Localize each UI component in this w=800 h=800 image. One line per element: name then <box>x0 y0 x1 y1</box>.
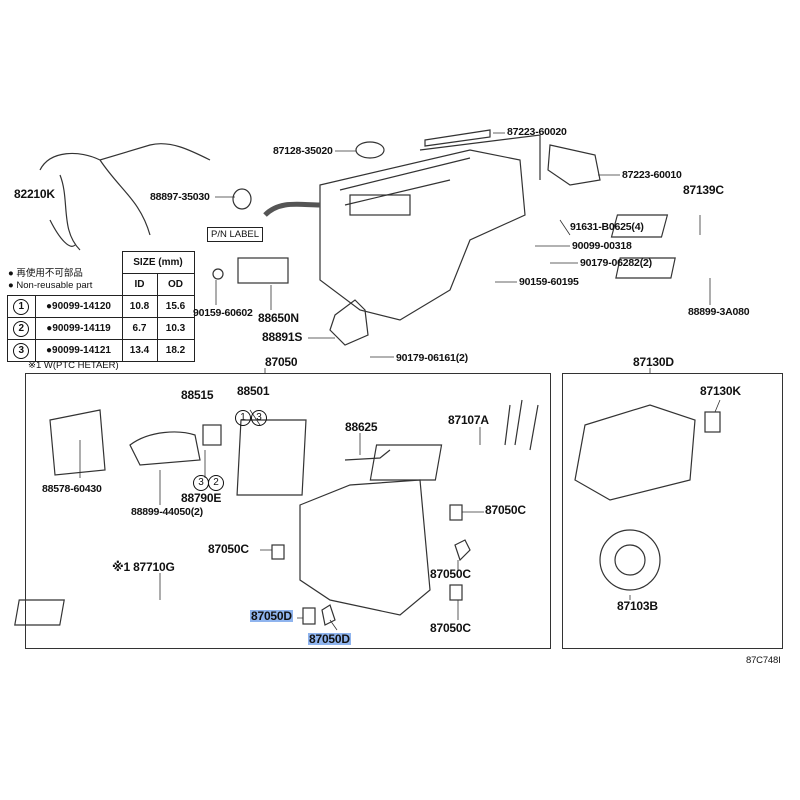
hvac-unit-upper <box>263 134 541 321</box>
row-od: 18.2 <box>156 339 195 362</box>
callout-87139C[interactable]: 87139C <box>683 183 724 197</box>
heater-core <box>369 444 443 481</box>
callout-90159-60602[interactable]: 90159-60602 <box>193 307 253 319</box>
callout-87130D[interactable]: 87130D <box>633 355 674 369</box>
pn-label-part <box>237 257 289 284</box>
callout-87107A[interactable]: 87107A <box>448 413 489 427</box>
callout-87050D-a[interactable]: 87050D <box>250 609 293 623</box>
callout-87130K[interactable]: 87130K <box>700 384 741 398</box>
callout-88650N[interactable]: 88650N <box>258 311 299 325</box>
row-od: 10.3 <box>156 317 195 340</box>
legend-en: ● Non-reusable part <box>8 280 93 291</box>
callout-88899-3A080[interactable]: 88899-3A080 <box>688 306 750 318</box>
callout-90099-00318[interactable]: 90099-00318 <box>572 240 632 252</box>
row-num: 1 <box>13 298 30 315</box>
resistor-87130K <box>704 411 721 433</box>
callout-87050C-a[interactable]: 87050C <box>485 503 526 517</box>
callout-87223-60010[interactable]: 87223-60010 <box>622 169 682 181</box>
callout-90179-06161[interactable]: 90179-06161(2) <box>396 352 468 364</box>
blower-motor <box>599 529 661 591</box>
row-od: 15.6 <box>156 295 195 318</box>
seal-callout: 2 <box>208 475 224 491</box>
row-id: 6.7 <box>121 317 158 340</box>
actuator-88891S <box>329 299 369 346</box>
diagram-id: 87C748I <box>746 655 781 666</box>
callout-87050C-d[interactable]: 87050C <box>430 621 471 635</box>
col-id: ID <box>121 273 158 296</box>
col-od: OD <box>156 273 195 296</box>
callout-87050[interactable]: 87050 <box>265 355 298 369</box>
air-filter <box>610 214 669 238</box>
assembly-87130D-frame <box>562 373 783 649</box>
callout-87050D-b[interactable]: 87050D <box>308 632 351 646</box>
footnote-ptc: ※1 W(PTC HETAER) <box>28 360 119 371</box>
row-part: 90099-14121 <box>52 345 111 356</box>
callout-82210K[interactable]: 82210K <box>14 187 55 201</box>
callout-87050C-c[interactable]: 87050C <box>430 567 471 581</box>
callout-91631-B0625[interactable]: 91631-B0625(4) <box>570 221 644 233</box>
filter-gasket <box>424 129 491 147</box>
seal-callout: 3 <box>251 410 267 426</box>
hvac-unit-lower <box>299 479 431 616</box>
callout-88578-60430[interactable]: 88578-60430 <box>42 483 102 495</box>
callout-87710G[interactable]: ※1 87710G <box>112 560 175 574</box>
row-id: 13.4 <box>121 339 158 362</box>
row-num: 2 <box>13 320 30 337</box>
callout-87050C-b[interactable]: 87050C <box>208 542 249 556</box>
legend-jp: ● 再使用不可部品 <box>8 268 83 279</box>
filter-88578 <box>49 409 106 476</box>
callout-88790E[interactable]: 88790E <box>181 491 222 505</box>
legend-en-text: Non-reusable part <box>16 280 93 291</box>
callout-87223-60020[interactable]: 87223-60020 <box>507 126 567 138</box>
callout-90159-60195[interactable]: 90159-60195 <box>519 276 579 288</box>
blower-unit <box>574 404 696 501</box>
ptc-heater <box>14 599 65 626</box>
seal-callout: 3 <box>193 475 209 491</box>
callout-88625[interactable]: 88625 <box>345 420 378 434</box>
row-num: 3 <box>13 342 30 359</box>
row-part: 90099-14120 <box>52 301 111 312</box>
grommet <box>232 188 252 210</box>
filter-case <box>615 257 676 279</box>
row-id: 10.8 <box>121 295 158 318</box>
callout-87128-35020[interactable]: 87128-35020 <box>273 145 333 157</box>
seal-callout: 1 <box>235 410 251 426</box>
callout-88515[interactable]: 88515 <box>181 388 214 402</box>
callout-87103B[interactable]: 87103B <box>617 599 658 613</box>
size-header: SIZE (mm) <box>121 251 195 274</box>
sensor-88625 <box>344 449 391 461</box>
legend-jp-text: 再使用不可部品 <box>16 268 83 279</box>
valve-88515 <box>202 424 222 446</box>
assembly-87050-frame <box>25 373 551 649</box>
pipe-88790E <box>129 431 201 466</box>
row-part: 90099-14119 <box>52 323 111 334</box>
pn-label-tag: P/N LABEL <box>207 227 264 242</box>
callout-90179-06282[interactable]: 90179-06282(2) <box>580 257 652 269</box>
wire-harness <box>39 143 211 251</box>
callout-88899-44050[interactable]: 88899-44050(2) <box>131 506 203 518</box>
grommet-double <box>355 141 385 159</box>
evaporator <box>236 419 307 496</box>
callout-88501[interactable]: 88501 <box>237 384 270 398</box>
cover-plate <box>547 144 601 186</box>
callout-88891S[interactable]: 88891S <box>262 330 303 344</box>
callout-88897-35030[interactable]: 88897-35030 <box>150 191 210 203</box>
